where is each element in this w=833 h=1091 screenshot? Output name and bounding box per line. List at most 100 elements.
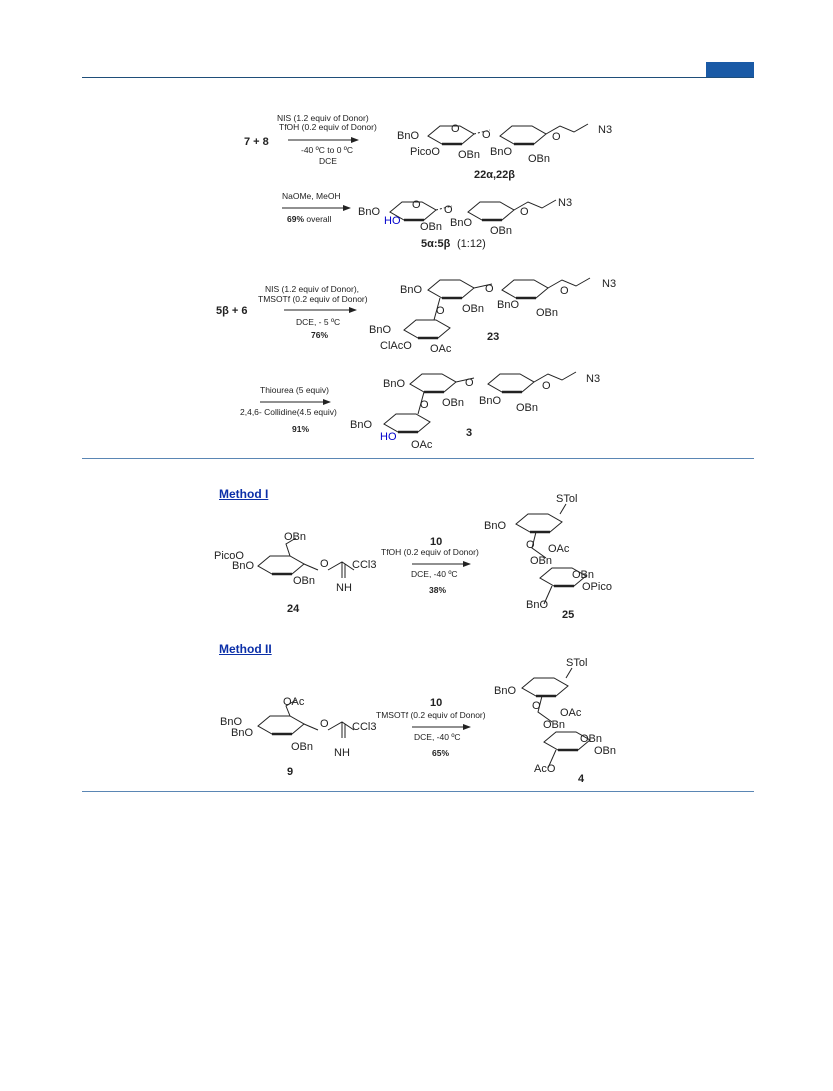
method1-cond-top: TfOH (0.2 equiv of Donor) <box>381 547 479 557</box>
svg-text:OBn: OBn <box>490 225 512 237</box>
svg-text:PicoO: PicoO <box>410 146 440 158</box>
step3-product-label: 23 <box>487 331 499 343</box>
method2-cond-bot: DCE, -40 ºC <box>414 732 461 742</box>
svg-text:O: O <box>412 199 421 211</box>
step2-product-label: 5α:5β <box>421 238 451 250</box>
step2-yield: 69% <box>287 214 304 224</box>
svg-text:BnO: BnO <box>232 560 254 572</box>
svg-text:O: O <box>532 700 541 712</box>
method2-yield: 65% <box>432 748 449 758</box>
svg-text:OBn: OBn <box>293 575 315 587</box>
step2-yield-note: overall <box>306 214 331 224</box>
svg-text:OBn: OBn <box>284 531 306 543</box>
step1-cond-top2: TfOH (0.2 equiv of Donor) <box>279 122 377 132</box>
step3-reaction: 5β + 6 NIS (1.2 equiv of Donor), TMSOTf … <box>216 277 616 355</box>
step3-cond-top2: TMSOTf (0.2 equiv of Donor) <box>258 294 368 304</box>
step3-yield: 76% <box>311 330 328 340</box>
step2-reaction: NaOMe, MeOH 69% overall BnO HO OBn BnO O… <box>282 191 572 250</box>
svg-text:OBn: OBn <box>442 397 464 409</box>
svg-text:O: O <box>526 539 535 551</box>
svg-text:O: O <box>560 285 569 297</box>
svg-text:O: O <box>552 131 561 143</box>
svg-text:BnO: BnO <box>450 217 472 229</box>
svg-text:OBn: OBn <box>458 149 480 161</box>
step4-product-label: 3 <box>466 427 472 439</box>
svg-text:O: O <box>320 718 329 730</box>
svg-text:BnO: BnO <box>490 146 512 158</box>
step4-product: BnO OBn BnO OBn BnO HO OAc O O O N3 <box>350 371 600 451</box>
method2-product-label: 4 <box>578 773 585 785</box>
method1-reaction: OBn PicoO BnO OBn O CCl3 NH 24 10 TfOH (… <box>214 493 612 621</box>
svg-text:OAc: OAc <box>283 696 305 708</box>
method1-reactant: OBn PicoO BnO OBn O CCl3 NH <box>214 531 376 594</box>
svg-text:NH: NH <box>334 747 350 759</box>
svg-text:ClAcO: ClAcO <box>380 340 412 352</box>
step1-product-label: 22α,22β <box>474 169 515 181</box>
step3-product: BnO OBn BnO OBn BnO ClAcO OAc O O O N3 <box>369 277 616 355</box>
step1-cond-bot2: DCE <box>319 156 337 166</box>
svg-text:N3: N3 <box>598 124 612 136</box>
step3-reactants: 5β + 6 <box>216 305 248 317</box>
method2-product: STol BnO O OAc OBn OBn OBn AcO <box>494 657 616 775</box>
step2-cond-top: NaOMe, MeOH <box>282 191 341 201</box>
svg-text:OBn: OBn <box>530 555 552 567</box>
svg-text:OBn: OBn <box>516 402 538 414</box>
svg-text:O: O <box>520 206 529 218</box>
svg-text:BnO: BnO <box>383 378 405 390</box>
svg-text:AcO: AcO <box>534 763 556 775</box>
header-rule <box>82 77 754 78</box>
svg-text:OBn: OBn <box>291 741 313 753</box>
svg-text:NH: NH <box>336 582 352 594</box>
step4-yield: 91% <box>292 424 309 434</box>
svg-text:BnO: BnO <box>494 685 516 697</box>
svg-text:N3: N3 <box>602 278 616 290</box>
method2-cond-top: TMSOTf (0.2 equiv of Donor) <box>376 710 486 720</box>
method2-reactant-label: 9 <box>287 766 293 778</box>
method-1-heading[interactable]: Method I <box>219 487 269 501</box>
method1-acceptor: 10 <box>430 536 442 548</box>
header-tab <box>706 62 754 77</box>
method-2-heading[interactable]: Method II <box>219 642 272 656</box>
svg-text:OBn: OBn <box>420 221 442 233</box>
svg-text:O: O <box>320 558 329 570</box>
svg-text:OBn: OBn <box>462 303 484 315</box>
step2-ratio: (1:12) <box>457 238 486 250</box>
svg-text:OAc: OAc <box>411 439 433 451</box>
svg-text:O: O <box>451 123 460 135</box>
svg-text:CCl3: CCl3 <box>352 559 376 571</box>
step3-cond-top1: NIS (1.2 equiv of Donor), <box>265 284 359 294</box>
svg-text:PicoO: PicoO <box>214 550 244 562</box>
section-divider <box>82 458 754 459</box>
svg-text:O: O <box>436 305 445 317</box>
svg-text:O: O <box>465 377 474 389</box>
method2-reaction: OAc BnO BnO OBn O CCl3 NH 9 10 TMSOTf (0… <box>220 657 616 785</box>
svg-text:OBn: OBn <box>528 153 550 165</box>
svg-text:BnO: BnO <box>397 130 419 142</box>
svg-text:STol: STol <box>566 657 587 669</box>
svg-text:N3: N3 <box>558 197 572 209</box>
method2-reactant: OAc BnO BnO OBn O CCl3 NH <box>220 696 376 759</box>
svg-text:O: O <box>482 129 491 141</box>
svg-text:OAc: OAc <box>430 343 452 355</box>
svg-text:HO: HO <box>384 215 401 227</box>
method2-acceptor: 10 <box>430 697 442 709</box>
svg-text:CCl3: CCl3 <box>352 721 376 733</box>
svg-text:BnO: BnO <box>484 520 506 532</box>
method1-cond-bot: DCE, -40 ºC <box>411 569 458 579</box>
svg-text:O: O <box>485 283 494 295</box>
step2-product: BnO HO OBn BnO OBn O O O N3 <box>358 197 572 237</box>
method1-yield: 38% <box>429 585 446 595</box>
svg-text:BnO: BnO <box>220 716 242 728</box>
svg-text:OAc: OAc <box>548 543 570 555</box>
method1-reactant-label: 24 <box>287 603 300 615</box>
svg-text:OAc: OAc <box>560 707 582 719</box>
method1-product: STol BnO OAc O OBn OBn OPico BnO <box>484 493 612 611</box>
svg-text:O: O <box>444 204 453 216</box>
svg-text:STol: STol <box>556 493 577 505</box>
step1-reactants: 7 + 8 <box>244 136 269 148</box>
step1-cond-top1: NIS (1.2 equiv of Donor) <box>277 113 369 123</box>
step3-cond-bot: DCE, - 5 ºC <box>296 317 340 327</box>
method1-product-label: 25 <box>562 609 574 621</box>
svg-text:BnO: BnO <box>358 206 380 218</box>
